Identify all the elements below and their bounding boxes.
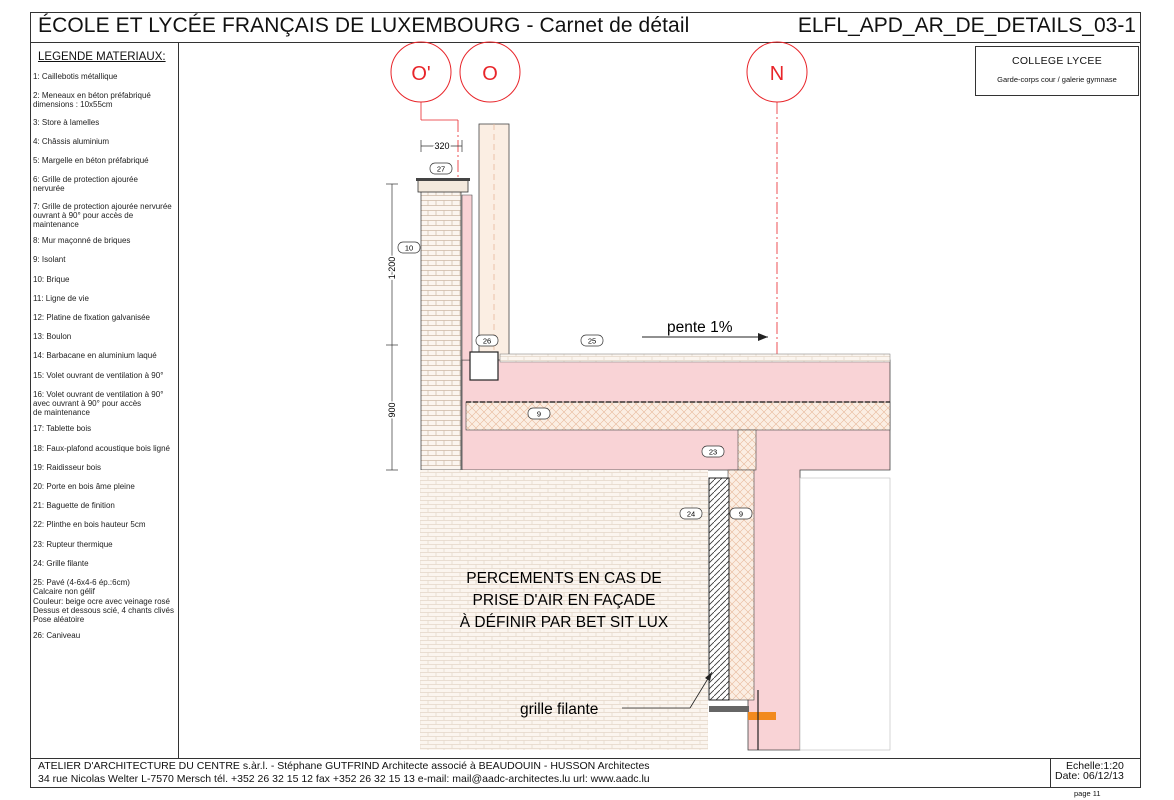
axis-label-o: O: [482, 63, 498, 85]
legend-item: 1: Caillebotis métallique: [33, 72, 118, 81]
legend-item: 20: Porte en bois âme pleine: [33, 482, 135, 492]
legend-item: 11: Ligne de vie: [33, 293, 89, 303]
footer-scale: Echelle:1:20: [1066, 760, 1124, 772]
legend-item: 6: Grille de protection ajourée nervurée: [33, 175, 138, 194]
base-orange-element: [748, 712, 776, 720]
footer-separator: [1050, 758, 1051, 788]
legend-title: LEGENDE MATERIAUX:: [38, 51, 166, 63]
tag-10: 10: [397, 241, 421, 254]
interior-space: [799, 477, 891, 751]
dim-lower-label: 900: [387, 402, 397, 417]
svg-text:10: 10: [405, 244, 413, 253]
axis-label-n: N: [770, 63, 784, 85]
header-divider: [30, 42, 1141, 43]
legend-item: 9: Isolant: [33, 255, 66, 265]
footer-date: Date: 06/12/13: [1055, 770, 1124, 782]
grille-label: grille filante: [520, 701, 598, 718]
axis-o: O: [459, 41, 521, 103]
svg-text:25: 25: [588, 337, 596, 346]
svg-text:9: 9: [537, 410, 541, 419]
vertical-insulation: [727, 469, 755, 701]
tag-26: 26: [475, 334, 499, 347]
footer-page: page 11: [1074, 789, 1101, 798]
sheet-code: ELFL_APD_AR_DE_DETAILS_03-1: [797, 14, 1136, 37]
thermal-break: [737, 429, 757, 471]
legend-item: 23: Rupteur thermique: [33, 539, 113, 549]
gutter: [469, 351, 499, 381]
lower-brick-facade: [420, 470, 708, 750]
legend-item: 24: Grille filante: [33, 558, 89, 568]
dimension-top: 320: [420, 140, 463, 153]
dim-top-label: 320: [434, 141, 449, 151]
legend-item: 3: Store à lamelles: [33, 117, 100, 127]
tag-9-slab: 9: [527, 407, 551, 420]
legend-item: 21: Baguette de finition: [33, 501, 115, 511]
svg-text:27: 27: [437, 165, 445, 174]
coping-stone: [417, 179, 469, 193]
legend-item: 19: Raidisseur bois: [33, 462, 102, 472]
svg-text:9: 9: [739, 510, 743, 519]
tag-24: 24: [679, 507, 703, 520]
legend-item: 12: Platine de fixation galvanisée: [33, 313, 150, 323]
footer-divider: [30, 758, 1141, 759]
tag-23: 23: [701, 445, 725, 458]
tag-25: 25: [580, 334, 604, 347]
dimension-vertical: 1 200 900: [386, 183, 399, 471]
title-stamp: COLLEGE LYCEE Garde-corps cour / galerie…: [975, 46, 1139, 96]
tag-9-wall: 9: [729, 507, 753, 520]
legend-item: 14: Barbacane en aluminium laqué: [33, 351, 157, 361]
svg-text:24: 24: [687, 510, 695, 519]
legend-item: 13: Boulon: [33, 332, 72, 342]
legend-item: 4: Châssis aluminium: [33, 136, 110, 146]
note-line-2: PRISE D'AIR EN FAÇADE: [473, 592, 656, 609]
svg-text:23: 23: [709, 448, 717, 457]
sheet-title: ÉCOLE ET LYCÉE FRANÇAIS DE LUXEMBOURG - …: [38, 14, 690, 37]
legend-list: 1: Caillebotis métallique 2: Meneaux en b…: [33, 72, 178, 650]
legend-item: 26: Caniveau: [33, 631, 81, 641]
note-line-1: PERCEMENTS EN CAS DE: [466, 570, 662, 587]
legend-item: 22: Plinthe en bois hauteur 5cm: [33, 520, 146, 530]
slope-label: pente 1%: [667, 319, 733, 336]
svg-text:26: 26: [483, 337, 491, 346]
grille-filante: [708, 477, 730, 701]
drawing-frame: [30, 12, 1141, 788]
legend-item: 25: Pavé (4-6x4-6 ép.:6cm) Calcaire non …: [33, 578, 174, 624]
stamp-building: COLLEGE LYCEE: [1011, 55, 1103, 67]
parapet-concrete: [461, 194, 473, 361]
axis-label-o-prime: O': [411, 63, 430, 85]
parapet-brick-wall: [420, 189, 462, 471]
footer-contact: 34 rue Nicolas Welter L-7570 Mersch tél.…: [38, 773, 650, 785]
footer-architect: ATELIER D'ARCHITECTURE DU CENTRE s.àr.l.…: [38, 760, 650, 772]
paving-layer: [499, 353, 891, 363]
legend-panel: [30, 42, 179, 758]
legend-item: 10: Brique: [33, 274, 70, 284]
tag-27: 27: [429, 162, 453, 175]
base-sill: [709, 706, 749, 712]
legend-item: 16: Volet ouvrant de ventilation à 90° a…: [33, 389, 164, 418]
note-line-3: À DÉFINIR PAR BET SIT LUX: [460, 614, 669, 631]
dim-upper-label: 1 200: [387, 257, 397, 280]
legend-item: 2: Meneaux en béton préfabriqué dimensio…: [33, 91, 151, 110]
legend-item: 5: Margelle en béton préfabriqué: [33, 156, 149, 166]
legend-item: 7: Grille de protection ajourée nervurée…: [33, 201, 172, 230]
legend-item: 8: Mur maçonné de briques: [33, 236, 131, 246]
legend-item: 17: Tablette bois: [33, 424, 92, 434]
legend-item: 18: Faux-plafond acoustique bois ligné: [33, 443, 170, 453]
coping-flashing: [416, 178, 470, 181]
stamp-subject: Garde-corps cour / galerie gymnase: [997, 75, 1117, 84]
legend-item: 15: Volet ouvrant de ventilation à 90°: [33, 370, 164, 380]
